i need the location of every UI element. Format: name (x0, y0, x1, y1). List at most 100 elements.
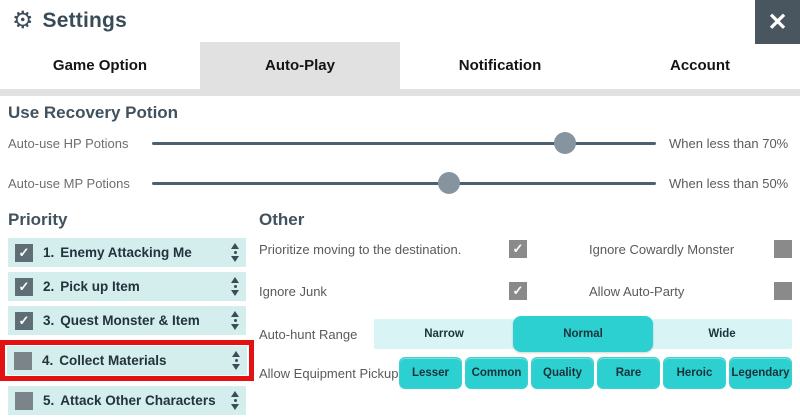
content: Use Recovery Potion Auto-use HP Potions … (0, 103, 800, 420)
other-row-2: Ignore Junk ✓ Allow Auto-Party ✓ (259, 280, 792, 302)
mp-slider-handle[interactable] (438, 172, 461, 194)
equipment-pickup-row: Allow Equipment Pickup Lesser Common Qua… (259, 355, 792, 391)
tab-auto-play[interactable]: Auto-Play (200, 42, 400, 89)
section-heading-recovery: Use Recovery Potion (8, 103, 179, 122)
equip-button-common[interactable]: Common (465, 357, 528, 389)
hp-potion-slider (152, 132, 656, 154)
tab-game-option[interactable]: Game Option (0, 42, 200, 89)
priority-checkbox-3[interactable]: ✓ (15, 311, 33, 330)
section-heading-priority: Priority (8, 210, 68, 229)
equip-button-lesser[interactable]: Lesser (399, 357, 462, 389)
priority-number: 5. (43, 393, 55, 408)
range-option-normal[interactable]: Normal (513, 316, 653, 352)
range-option-wide[interactable]: Wide (652, 319, 792, 349)
ignore-cowardly-label: Ignore Cowardly Monster (589, 241, 735, 257)
move-down-icon[interactable] (232, 364, 240, 370)
priority-number: 2. (43, 279, 55, 294)
prioritize-moving-checkbox[interactable]: ✓ (509, 240, 527, 258)
move-up-icon[interactable] (231, 311, 239, 317)
close-icon: ✕ (767, 8, 788, 36)
auto-hunt-range-row: Auto-hunt Range Narrow Normal Wide (259, 316, 792, 352)
priority-checkbox-5[interactable]: ✓ (15, 391, 33, 410)
priority-item-enemy-attacking-me[interactable]: ✓ 1. Enemy Attacking Me (8, 238, 246, 267)
priority-stepper-1[interactable] (231, 243, 239, 262)
priority-item-label: Quest Monster & Item (60, 313, 200, 328)
mp-potion-slider (152, 172, 656, 194)
close-button[interactable]: ✕ (755, 0, 800, 44)
check-icon: ✓ (512, 241, 524, 256)
move-up-icon[interactable] (231, 391, 239, 397)
stepper-dot-icon (233, 285, 237, 288)
mp-potion-label: Auto-use MP Potions (8, 175, 130, 191)
move-down-icon[interactable] (231, 404, 239, 410)
priority-item-label: Attack Other Characters (60, 393, 216, 408)
hp-slider-handle[interactable] (554, 132, 577, 154)
ignore-junk-checkbox[interactable]: ✓ (509, 282, 527, 300)
priority-item-attack-other-characters[interactable]: ✓ 5. Attack Other Characters (8, 386, 246, 415)
mp-potion-row: Auto-use MP Potions When less than 50% (8, 163, 792, 203)
move-up-icon[interactable] (231, 243, 239, 249)
priority-checkbox-1[interactable]: ✓ (15, 243, 33, 262)
stepper-dot-icon (233, 319, 237, 322)
tab-account[interactable]: Account (600, 42, 800, 89)
priority-item-quest-monster[interactable]: ✓ 3. Quest Monster & Item (8, 306, 246, 335)
equip-button-heroic[interactable]: Heroic (663, 357, 726, 389)
stepper-dot-icon (234, 359, 238, 362)
ignore-junk-label: Ignore Junk (259, 283, 327, 299)
stepper-dot-icon (233, 399, 237, 402)
stepper-dot-icon (233, 251, 237, 254)
priority-item-label: Collect Materials (59, 353, 167, 368)
priority-stepper-3[interactable] (231, 311, 239, 330)
hp-slider-track[interactable] (152, 142, 656, 145)
allow-auto-party-label: Allow Auto-Party (589, 283, 685, 299)
equipment-pickup-buttons: Lesser Common Quality Rare Heroic Legend… (399, 357, 792, 389)
priority-item-collect-materials[interactable]: ✓ 4. Collect Materials (7, 346, 247, 375)
move-up-icon[interactable] (231, 277, 239, 283)
priority-item-pick-up-item[interactable]: ✓ 2. Pick up Item (8, 272, 246, 301)
move-up-icon[interactable] (232, 351, 240, 357)
check-icon: ✓ (18, 244, 30, 260)
other-row-1: Prioritize moving to the destination. ✓ … (259, 238, 792, 260)
hp-slider-value: When less than 70% (669, 135, 789, 151)
page-title: Settings (42, 9, 127, 32)
priority-number: 3. (43, 313, 55, 328)
tab-notification[interactable]: Notification (400, 42, 600, 89)
titlebar: ⚙ Settings (0, 0, 800, 42)
tab-bar: Game Option Auto-Play Notification Accou… (0, 42, 800, 89)
auto-hunt-range-label: Auto-hunt Range (259, 326, 358, 342)
move-down-icon[interactable] (231, 324, 239, 330)
tab-band-divider (0, 89, 800, 96)
check-icon: ✓ (512, 283, 524, 298)
ignore-cowardly-checkbox[interactable]: ✓ (774, 240, 792, 258)
auto-hunt-range-control: Narrow Normal Wide (374, 316, 792, 352)
priority-stepper-5[interactable] (231, 391, 239, 410)
mp-slider-track[interactable] (152, 182, 656, 185)
highlight-box: ✓ 4. Collect Materials (0, 340, 254, 381)
equipment-pickup-label: Allow Equipment Pickup (259, 365, 399, 381)
priority-number: 1. (43, 245, 55, 260)
section-heading-other: Other (259, 210, 305, 229)
other-section: Other Prioritize moving to the destinati… (246, 205, 792, 420)
hp-potion-label: Auto-use HP Potions (8, 135, 129, 151)
check-icon: ✓ (18, 312, 30, 328)
priority-checkbox-2[interactable]: ✓ (15, 277, 33, 296)
priority-section: Priority ✓ 1. Enemy Attacking Me ✓ 2. Pi… (0, 205, 254, 420)
priority-item-label: Enemy Attacking Me (60, 245, 192, 260)
equip-button-legendary[interactable]: Legendary (729, 357, 792, 389)
move-down-icon[interactable] (231, 256, 239, 262)
hp-potion-row: Auto-use HP Potions When less than 70% (8, 123, 792, 163)
range-option-narrow[interactable]: Narrow (374, 319, 514, 349)
priority-checkbox-4[interactable]: ✓ (14, 351, 32, 370)
mp-slider-value: When less than 50% (669, 175, 789, 191)
equip-button-rare[interactable]: Rare (597, 357, 660, 389)
prioritize-moving-label: Prioritize moving to the destination. (259, 241, 462, 257)
priority-number: 4. (42, 353, 54, 368)
gear-icon: ⚙ (12, 7, 34, 34)
priority-stepper-2[interactable] (231, 277, 239, 296)
priority-stepper-4[interactable] (232, 351, 240, 370)
move-down-icon[interactable] (231, 290, 239, 296)
check-icon: ✓ (18, 278, 30, 294)
equip-button-quality[interactable]: Quality (531, 357, 594, 389)
allow-auto-party-checkbox[interactable]: ✓ (774, 282, 792, 300)
priority-item-label: Pick up Item (60, 279, 140, 294)
